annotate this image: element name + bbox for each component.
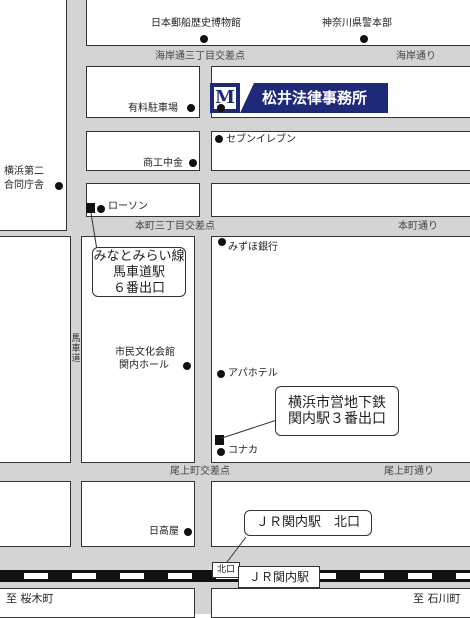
label-to-sakuragicho: 至 桜木町 — [6, 592, 54, 605]
office-logo: M — [214, 87, 236, 109]
dot-police-hq — [360, 35, 368, 43]
label-police-hq: 神奈川県警本部 — [322, 18, 392, 29]
label-joint-gov-1: 横浜第二 — [4, 166, 44, 177]
dot-shoko-chukin — [189, 159, 197, 167]
jr-kannai-box: ＪＲ関内駅 — [238, 566, 320, 588]
label-to-ishikawacho: 至 石川町 — [413, 592, 461, 605]
callout-minatomirai: みなとみらい線 馬車道駅 ６番出口 — [92, 247, 186, 297]
block-parking — [86, 66, 200, 118]
label-mizuho: みずほ銀行 — [228, 242, 278, 253]
label-paid-parking: 有料駐車場 — [128, 103, 178, 114]
leader-subway — [221, 419, 278, 439]
block-lawson — [86, 183, 200, 217]
block-seven-eleven — [211, 131, 470, 171]
station-subway-exit3 — [215, 435, 224, 445]
jr-north-exit-box: 北口 — [212, 562, 240, 578]
dot-joint-gov — [55, 182, 63, 190]
block-mid-left — [0, 236, 71, 463]
block-museum — [86, 0, 470, 46]
dot-civic-hall — [183, 362, 191, 370]
road-honcho-dori: 本町通り — [398, 221, 438, 232]
label-hidakaya: 日高屋 — [149, 526, 179, 537]
road-honcho-crossing: 本町三丁目交差点 — [135, 221, 215, 232]
label-civic-hall-2: 関内ホール — [119, 360, 169, 371]
office-name: 松井法律事務所 — [262, 89, 368, 107]
callout-subway: 横浜市営地下鉄 関内駅３番出口 — [275, 386, 399, 436]
block-top-left — [0, 0, 67, 231]
dot-paid-parking — [187, 104, 195, 112]
label-postal-museum: 日本郵船歴史博物館 — [151, 18, 241, 29]
block-bottom-right — [211, 588, 470, 618]
station-minatomirai-exit6 — [86, 203, 95, 213]
dot-lawson — [97, 205, 105, 213]
road-kaigan-crossing: 海岸通三丁目交差点 — [155, 51, 245, 62]
block-shoko-chukin — [86, 131, 200, 171]
block-low-left — [0, 481, 71, 547]
label-lawson: ローソン — [108, 201, 148, 212]
dot-konaka — [217, 448, 225, 456]
road-bashamichi: 馬車道 — [71, 334, 81, 364]
dot-apa-hotel — [217, 370, 225, 378]
leader-jr-north — [223, 536, 247, 567]
callout-jr-north: ＪＲ関内駅 北口 — [244, 510, 372, 536]
block-hidakaya — [81, 481, 195, 547]
label-shoko-chukin: 商工中金 — [143, 158, 183, 169]
label-seven-eleven: セブンイレブン — [226, 134, 296, 145]
dot-postal-museum — [200, 35, 208, 43]
leader-minatomirai — [90, 212, 98, 251]
road-onoe-dori: 尾上町通り — [384, 466, 434, 477]
label-civic-hall-1: 市民文化会館 — [115, 347, 175, 358]
label-apa-hotel: アパホテル — [228, 368, 278, 379]
office-sign: M 松井法律事務所 — [210, 83, 388, 113]
road-kaigan-dori: 海岸通り — [396, 51, 436, 62]
office-logo-stripe — [240, 83, 254, 113]
dot-mizuho — [218, 238, 226, 246]
road-onoe-crossing: 尾上町交差点 — [170, 466, 230, 477]
label-joint-gov-2: 合同庁舎 — [4, 180, 44, 191]
block-bottom-left — [0, 588, 195, 618]
dot-hidakaya — [184, 528, 192, 536]
dot-seven-eleven — [215, 135, 223, 143]
dot-office — [217, 104, 225, 112]
label-konaka: コナカ — [228, 445, 258, 456]
block-north-right — [211, 183, 470, 217]
